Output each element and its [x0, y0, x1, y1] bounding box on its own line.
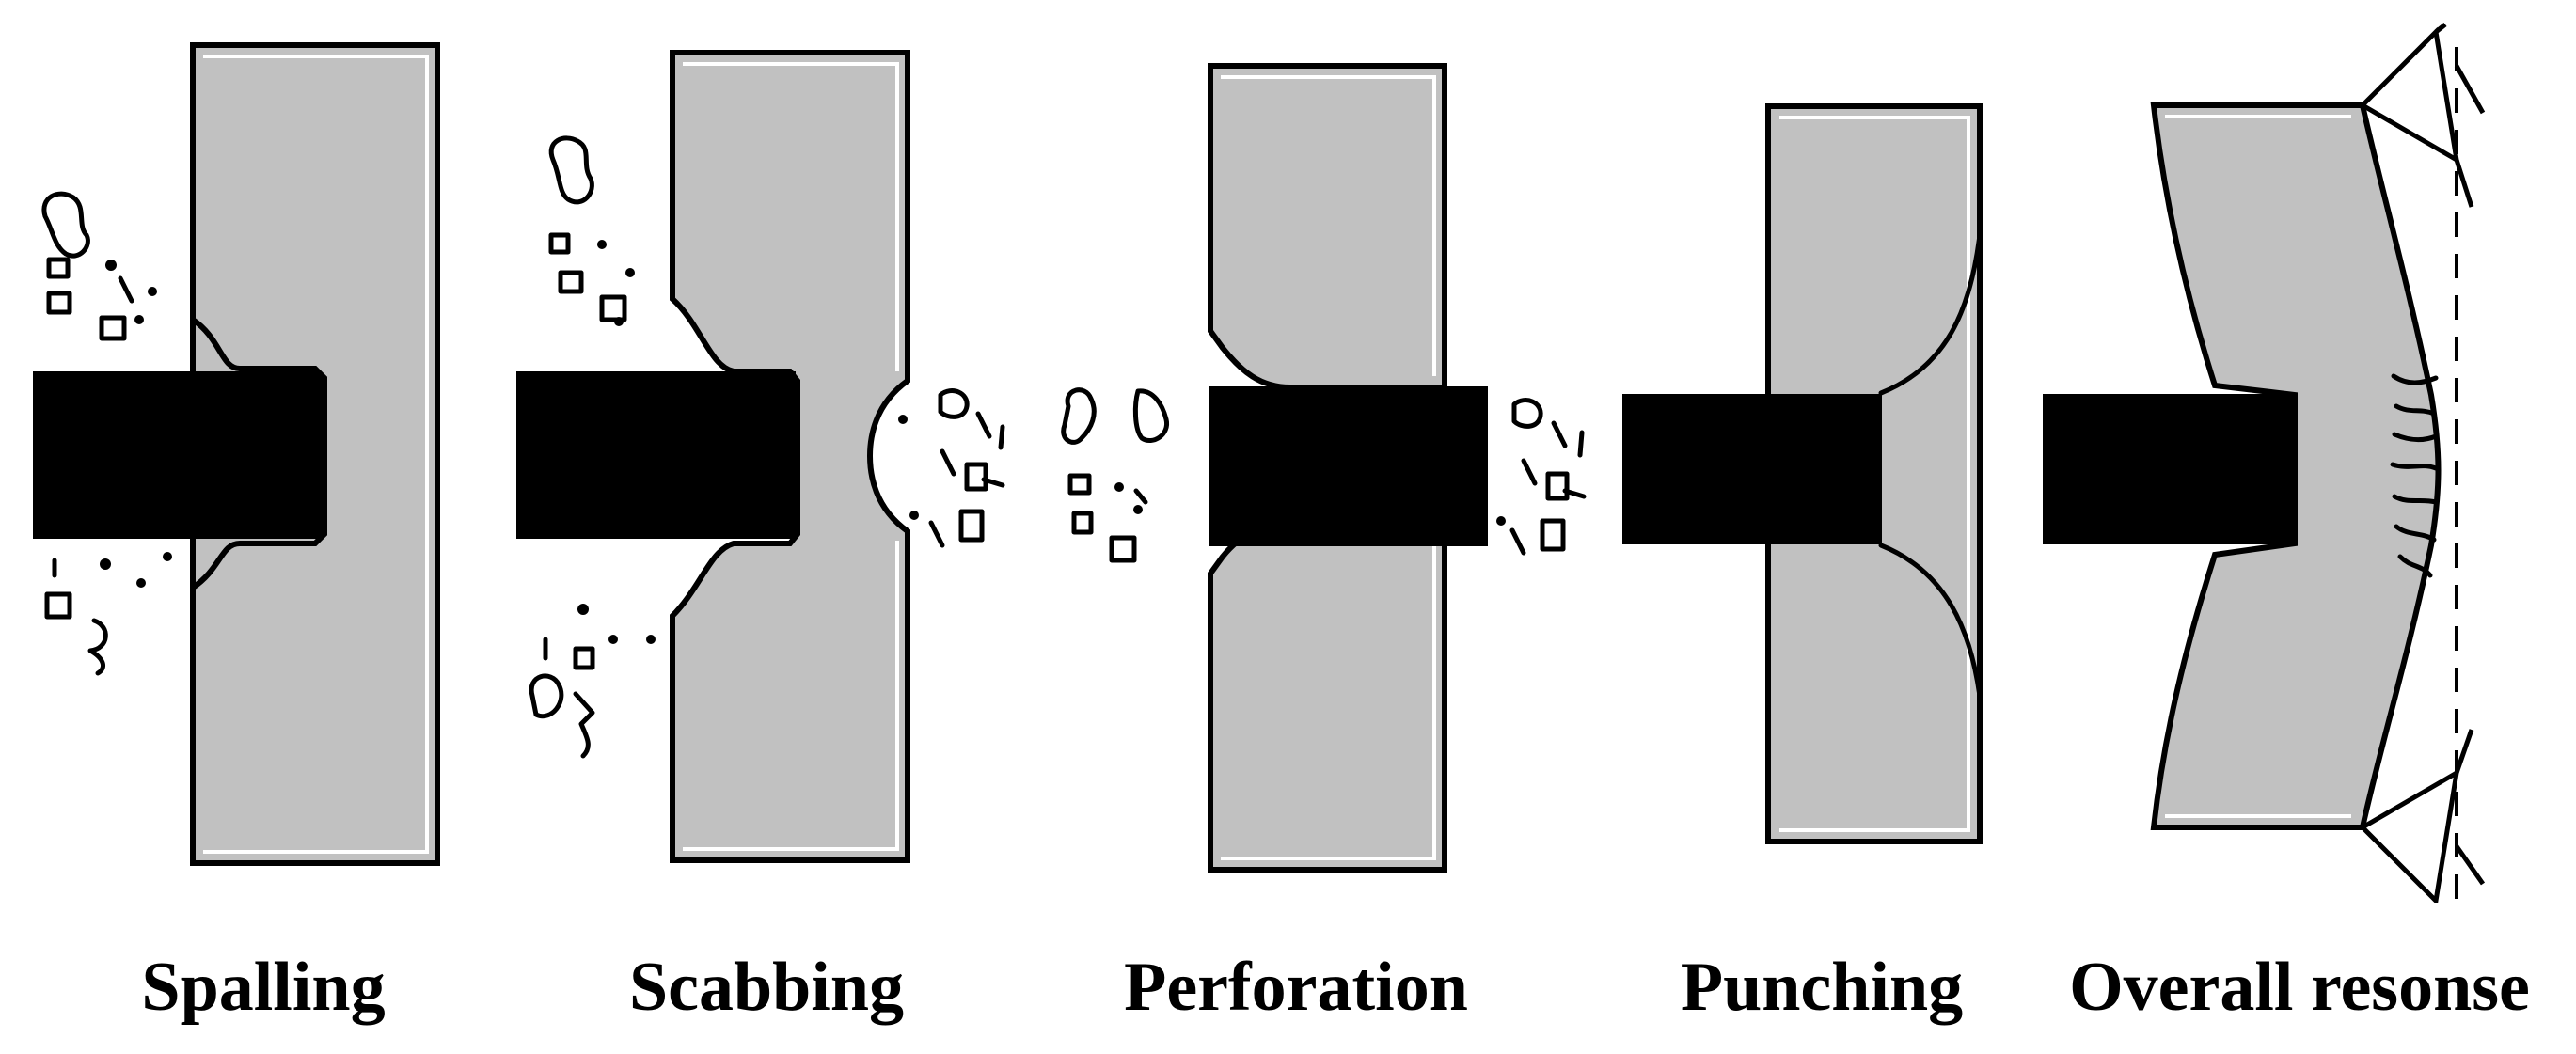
punching-slab-highlight	[1779, 116, 1970, 832]
overall-slab	[2150, 102, 2442, 830]
panel-punching	[1622, 103, 1983, 844]
overall-supports	[2358, 23, 2486, 903]
panel-perforation	[1061, 63, 1587, 873]
panel-overall	[2043, 23, 2486, 903]
overall-projectile	[2043, 394, 2295, 544]
punching-cone	[1878, 232, 1983, 396]
support-bottom	[2358, 768, 2460, 903]
perforation-debris	[1061, 387, 1587, 563]
scabbing-slab-highlight	[683, 62, 899, 851]
support-top	[2358, 26, 2460, 165]
spalling-projectile	[33, 371, 322, 539]
label-scabbing: Scabbing	[628, 949, 905, 1026]
panel-spalling	[33, 42, 440, 866]
overall-cracks	[2390, 373, 2439, 578]
punching-projectile	[1622, 394, 1882, 544]
spalling-slab-highlight	[203, 55, 429, 854]
label-spalling: Spalling	[141, 949, 386, 1026]
spalling-debris	[41, 191, 172, 676]
panel-scabbing	[516, 50, 1005, 863]
label-punching: Punching	[1680, 949, 1964, 1026]
overall-slab-highlight	[2165, 115, 2351, 818]
perforation-slab-top	[1208, 63, 1447, 390]
label-perforation: Perforation	[1124, 949, 1468, 1026]
perforation-slab-highlight	[1221, 75, 1436, 860]
perforation-projectile	[1209, 386, 1488, 546]
scabbing-debris	[529, 135, 1005, 759]
scabbing-projectile	[516, 371, 796, 539]
scabbing-slab	[670, 50, 910, 863]
panel-labels: Spalling Scabbing Perforation Punching O…	[0, 926, 2576, 1048]
perforation-slab-bottom	[1208, 524, 1447, 873]
impact-failure-modes-diagram	[33, 23, 2486, 903]
label-overall-response: Overall resonse	[2069, 949, 2530, 1026]
